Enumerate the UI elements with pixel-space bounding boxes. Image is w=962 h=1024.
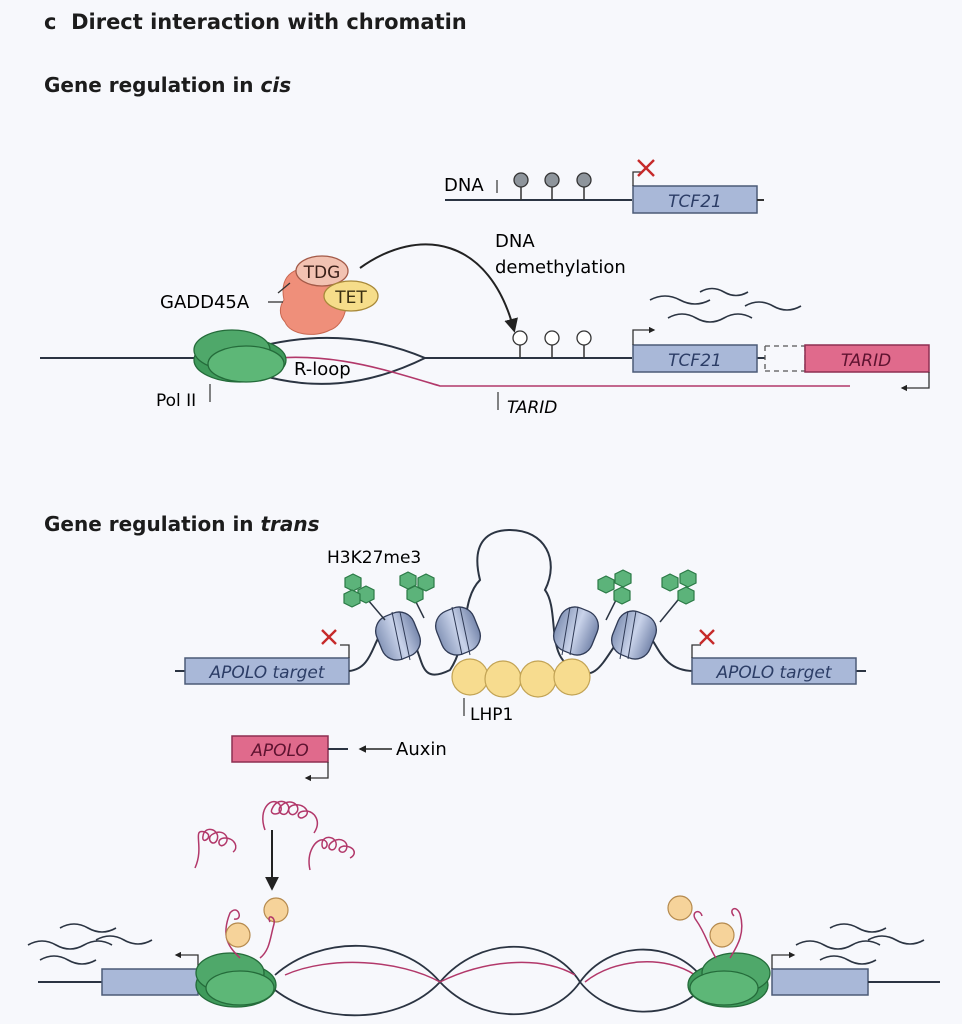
target-transcripts-right (795, 923, 925, 965)
h3k27me3-mark-icon (343, 573, 386, 621)
pol2-complex-bottom-right (667, 895, 771, 1008)
tcf21-gene-top: TCF21 (632, 171, 764, 214)
auxin-label: Auxin (396, 739, 447, 760)
target-transcripts-left (27, 923, 153, 965)
pol2-label: Pol II (156, 391, 196, 411)
trans-heading: Gene regulation in trans (44, 512, 320, 536)
demethylation-arrow (359, 243, 518, 333)
target-gene-right (771, 968, 869, 996)
h3k27me3-mark-icon (659, 569, 697, 623)
demethylated-group-icon (544, 330, 560, 358)
lhp1-label: LHP1 (470, 705, 513, 725)
tet-label: TET (334, 288, 367, 308)
demethylation-label-line1: DNA (495, 231, 535, 252)
transcription-blocked-icon (699, 629, 715, 645)
nucleosome-icon (375, 611, 421, 661)
tet-protein (323, 280, 379, 312)
pol2-complex: TDG TET (193, 255, 379, 383)
apolo-label: APOLO (250, 741, 309, 761)
panel-letter: c (44, 10, 57, 34)
tarid-box-label: TARID (841, 351, 891, 371)
trans-rloop-strand (38, 944, 940, 1017)
transcription-blocked-icon (637, 159, 655, 177)
apolo-gene: APOLO (231, 735, 348, 782)
nucleosome-icon (611, 610, 657, 660)
methylated-dna-strand: DNA TCF21 (444, 159, 764, 214)
tarid-gene: TARID (804, 344, 930, 392)
transcription-blocked-icon (321, 629, 337, 645)
demethylated-group-icon (576, 330, 592, 358)
target-gene-left (101, 968, 199, 996)
tdg-protein (295, 255, 349, 287)
h3k27me3-mark-icon (597, 569, 632, 621)
apolo-target-left-label: APOLO target (209, 663, 326, 683)
panel-title-text: Direct interaction with chromatin (71, 10, 467, 34)
trans-heading-emph: trans (260, 512, 320, 536)
demethylated-group-icon (512, 330, 528, 358)
apolo-target-right (691, 657, 857, 685)
tcf21-transcripts (649, 287, 802, 323)
apolo-target-right-label: APOLO target (716, 663, 833, 683)
tcf21-bottom-label: TCF21 (668, 351, 722, 371)
pol2-protein (207, 345, 285, 383)
methyl-group-icon (576, 172, 592, 200)
gadd45a-label: GADD45A (160, 292, 250, 313)
lhp1-proteins (451, 658, 591, 698)
polycomb-chromatin-loop: APOLO target APOLO target (175, 528, 866, 685)
cis-heading-text: Gene regulation in (44, 73, 261, 97)
tcf21-top-label: TCF21 (668, 192, 722, 212)
cis-heading-emph: cis (260, 73, 292, 97)
nucleosome-icon (553, 606, 599, 656)
methyl-group-icon (513, 172, 529, 200)
h3k27me3-label: H3K27me3 (327, 548, 421, 568)
dna-label: DNA (444, 175, 484, 196)
demethylation-label-line2: demethylation (495, 257, 626, 278)
panel-title: c Direct interaction with chromatin (44, 10, 467, 34)
apolo-rna-transcripts (194, 800, 355, 871)
h3k27me3-mark-icon (399, 571, 435, 619)
pol2-complex-bottom-left (195, 897, 289, 1008)
trans-heading-text: Gene regulation in (44, 512, 261, 536)
methyl-group-icon (544, 172, 560, 200)
tarid-transcript-label: TARID (507, 398, 557, 418)
cis-heading: Gene regulation in cis (44, 73, 291, 97)
tdg-label: TDG (303, 263, 341, 283)
nucleosome-icon (435, 606, 481, 656)
tcf21-gene-bottom: TCF21 (632, 326, 758, 373)
r-loop-label: R-loop (294, 359, 351, 380)
